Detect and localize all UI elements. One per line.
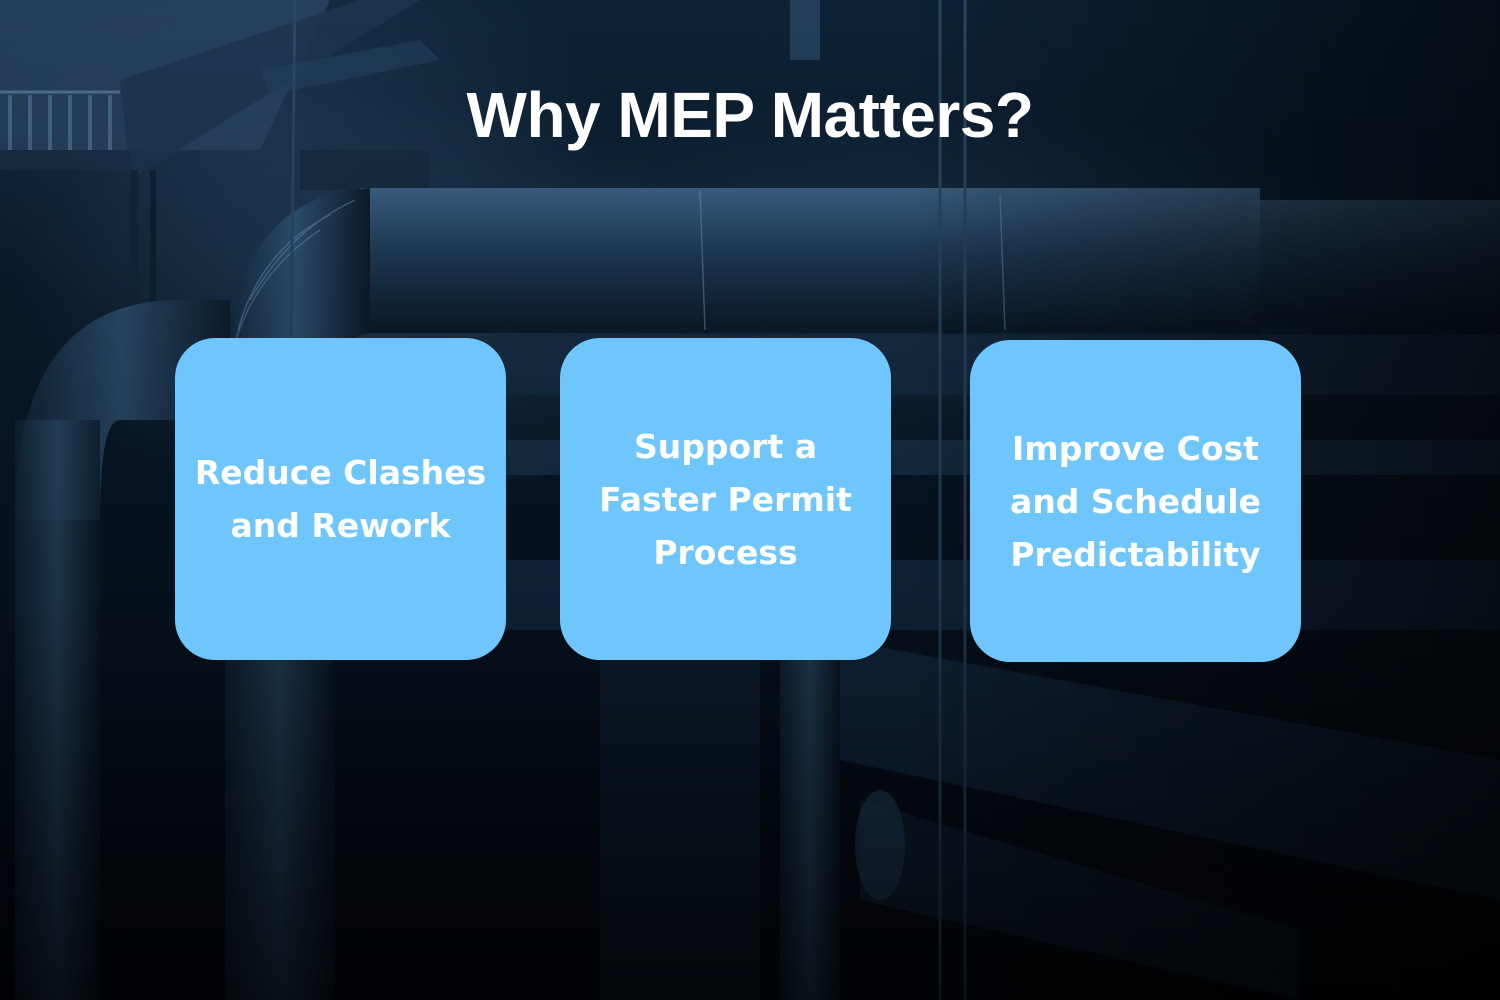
slide-title: Why MEP Matters? (466, 79, 1034, 151)
benefit-card-reduce-clashes: Reduce Clashes and Rework (175, 338, 506, 660)
benefit-card-cost-schedule: Improve Cost and Schedule Predictability (970, 340, 1301, 662)
benefit-card-faster-permit: Support a Faster Permit Process (560, 338, 891, 660)
benefit-card-label: Reduce Clashes and Rework (194, 453, 487, 545)
benefit-card-label: Support a Faster Permit Process (599, 426, 852, 572)
benefit-card-label: Improve Cost and Schedule Predictability (1010, 428, 1261, 574)
